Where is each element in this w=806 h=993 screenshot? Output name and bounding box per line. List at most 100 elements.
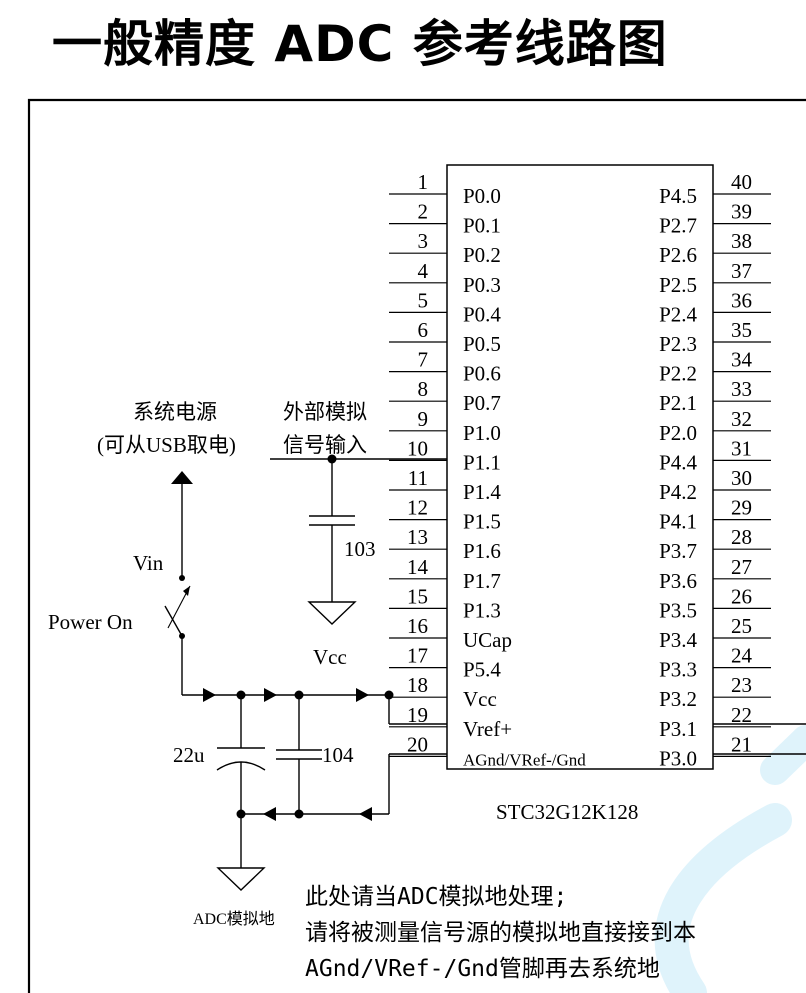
pin-number: 23 bbox=[731, 673, 752, 697]
left-pin-group: 1P0.02P0.13P0.24P0.35P0.46P0.57P0.68P0.7… bbox=[389, 170, 586, 769]
pin-number: 7 bbox=[418, 348, 429, 372]
pin-label: P0.3 bbox=[463, 273, 501, 297]
pin-label: UCap bbox=[463, 628, 512, 652]
pin-label: P1.0 bbox=[463, 421, 501, 445]
frame-border bbox=[27, 98, 806, 993]
pin-label: P4.5 bbox=[659, 184, 697, 208]
power-on-label: Power On bbox=[48, 610, 133, 634]
pin-label: P3.6 bbox=[659, 569, 697, 593]
pin-label: P0.0 bbox=[463, 184, 501, 208]
pin-number: 15 bbox=[407, 584, 428, 608]
pin-number: 20 bbox=[407, 732, 428, 756]
pin-label: Vcc bbox=[463, 687, 497, 711]
pin-number: 5 bbox=[418, 288, 429, 312]
pin-label: P3.4 bbox=[659, 628, 697, 652]
pin-number: 35 bbox=[731, 318, 752, 342]
pin-number: 6 bbox=[418, 318, 429, 342]
pin-number: 36 bbox=[731, 288, 752, 312]
pin-number: 39 bbox=[731, 200, 752, 224]
pin-number: 1 bbox=[418, 170, 429, 194]
adc-ground-symbol bbox=[216, 867, 266, 891]
pin-label: P3.3 bbox=[659, 658, 697, 682]
switch-arrow-head bbox=[183, 586, 190, 596]
ext-signal-label: 外部模拟 bbox=[283, 400, 367, 424]
pin-number: 26 bbox=[731, 584, 752, 608]
cap-104-label: 104 bbox=[322, 743, 354, 767]
pin-label: P2.5 bbox=[659, 273, 697, 297]
pin-label: P1.6 bbox=[463, 539, 501, 563]
pin-number: 22 bbox=[731, 703, 752, 727]
note-line-2: 请将被测量信号源的模拟地直接接到本 bbox=[305, 920, 696, 946]
pin-number: 31 bbox=[731, 436, 752, 460]
page-title: 一般精度 ADC 参考线路图 bbox=[52, 15, 668, 73]
pin-label: AGnd/VRef-/Gnd bbox=[463, 750, 586, 769]
pin-number: 10 bbox=[407, 436, 428, 460]
pin-number: 16 bbox=[407, 614, 428, 638]
vcc-label: Vcc bbox=[313, 645, 347, 669]
pin-label: P5.4 bbox=[463, 658, 501, 682]
pin-number: 32 bbox=[731, 407, 752, 431]
pin-label: P0.4 bbox=[463, 302, 501, 326]
pin-number: 28 bbox=[731, 525, 752, 549]
pin-number: 19 bbox=[407, 703, 428, 727]
pin-number: 34 bbox=[731, 348, 753, 372]
pin-label: P4.4 bbox=[659, 450, 697, 474]
pin-label: P2.6 bbox=[659, 243, 697, 267]
pin-label: P2.0 bbox=[659, 421, 697, 445]
bus-arrow-1 bbox=[203, 688, 216, 702]
ground-symbol bbox=[307, 601, 357, 625]
pin-label: P0.1 bbox=[463, 214, 501, 238]
pin-label: P2.4 bbox=[659, 302, 697, 326]
pin-number: 14 bbox=[407, 555, 429, 579]
pin-number: 9 bbox=[418, 407, 429, 431]
pin-label: P0.5 bbox=[463, 332, 501, 356]
pin-label: P2.3 bbox=[659, 332, 697, 356]
pin-number: 25 bbox=[731, 614, 752, 638]
bus-arrow-3 bbox=[356, 688, 369, 702]
pin-number: 3 bbox=[418, 229, 429, 253]
pin-number: 2 bbox=[418, 200, 429, 224]
pin-label: P3.2 bbox=[659, 687, 697, 711]
pin-label: P1.4 bbox=[463, 480, 501, 504]
chip-name: STC32G12K128 bbox=[496, 800, 638, 824]
pin-label: P3.7 bbox=[659, 539, 697, 563]
bus-arrow-2 bbox=[264, 688, 277, 702]
power-arrow bbox=[171, 471, 193, 484]
pin-label: P3.0 bbox=[659, 746, 697, 770]
pin-number: 37 bbox=[731, 259, 752, 283]
pin-number: 12 bbox=[407, 496, 428, 520]
note-line-1: 此处请当ADC模拟地处理; bbox=[305, 884, 567, 910]
ext-signal-note: 信号输入 bbox=[283, 433, 367, 457]
junction-dot bbox=[294, 809, 304, 819]
pin-label: P2.1 bbox=[659, 391, 697, 415]
pin-label: P4.1 bbox=[659, 510, 697, 534]
pin-label: P2.7 bbox=[659, 214, 697, 238]
pin-number: 27 bbox=[731, 555, 752, 579]
pin-label: P1.3 bbox=[463, 598, 501, 622]
pin-number: 17 bbox=[407, 644, 428, 668]
switch-terminal-top bbox=[179, 575, 185, 581]
adc-ground-label: ADC模拟地 bbox=[193, 910, 275, 928]
pin-number: 18 bbox=[407, 673, 428, 697]
pin-number: 33 bbox=[731, 377, 752, 401]
ground-arrow-2 bbox=[359, 807, 372, 821]
vin-label: Vin bbox=[133, 551, 164, 575]
pin-label: Vref+ bbox=[463, 717, 512, 741]
pin-label: P3.5 bbox=[659, 598, 697, 622]
power-source-note: (可从USB取电) bbox=[97, 433, 236, 457]
pin-number: 29 bbox=[731, 496, 752, 520]
pin-label: P4.2 bbox=[659, 480, 697, 504]
pin-label: P1.1 bbox=[463, 450, 501, 474]
pin-label: P3.1 bbox=[659, 717, 697, 741]
pin-number: 21 bbox=[731, 732, 752, 756]
cap-22u-label: 22u bbox=[173, 743, 205, 767]
pin-number: 38 bbox=[731, 229, 752, 253]
pin-label: P0.2 bbox=[463, 243, 501, 267]
pin-number: 8 bbox=[418, 377, 429, 401]
pin-number: 40 bbox=[731, 170, 752, 194]
ground-arrow-1 bbox=[263, 807, 276, 821]
pin-number: 13 bbox=[407, 525, 428, 549]
pin-number: 11 bbox=[408, 466, 428, 490]
